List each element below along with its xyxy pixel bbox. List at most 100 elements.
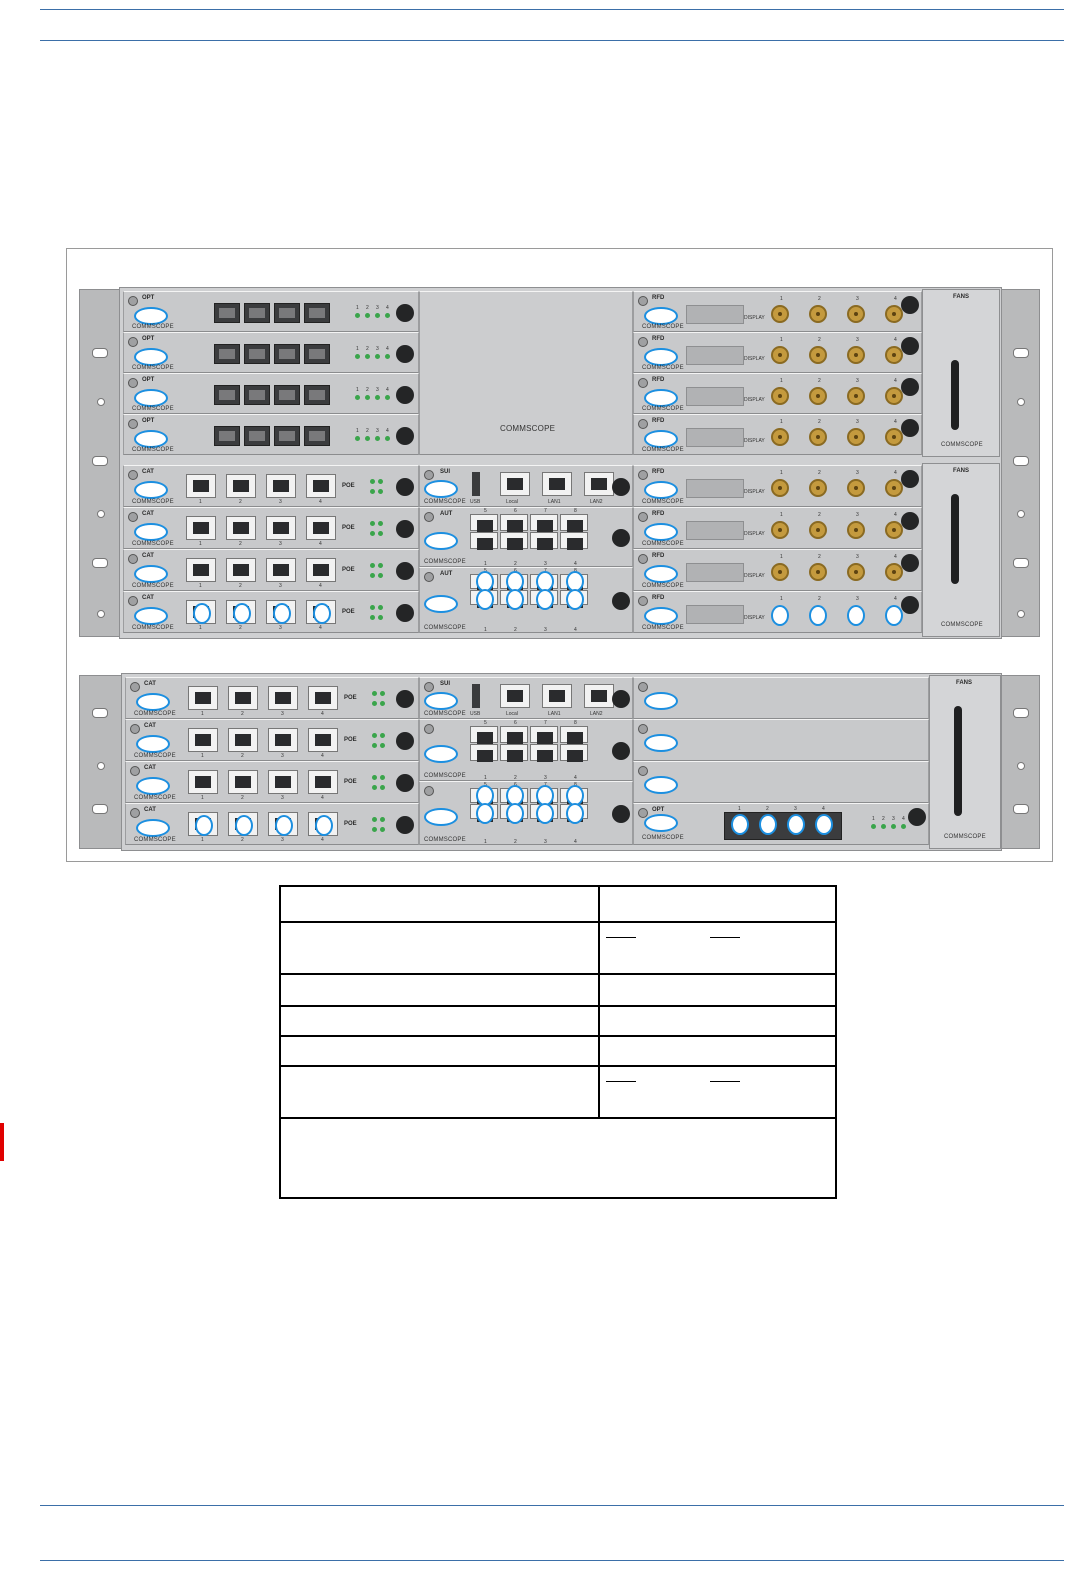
port-number: 4 (319, 499, 322, 505)
port-callout-bubble (566, 589, 584, 610)
port-number: 3 (281, 753, 284, 759)
rf-connector (885, 479, 903, 497)
port-number: 3 (856, 378, 859, 384)
port-number: 2 (818, 296, 821, 302)
table-row (279, 1005, 837, 1037)
screw (130, 808, 140, 818)
port-number: 2 (818, 596, 821, 602)
ethernet-port (530, 744, 558, 762)
ethernet-port (500, 472, 530, 496)
blank-panel: COMMSCOPE (419, 291, 633, 455)
rj45-port (266, 474, 296, 498)
rf-connector (809, 386, 827, 405)
status-led (385, 435, 390, 441)
port-number: 2 (241, 753, 244, 759)
status-led (378, 573, 383, 578)
rf-connector (885, 345, 903, 364)
status-led (380, 817, 385, 822)
fan-handle[interactable] (954, 706, 962, 816)
thumbscrew (901, 378, 919, 396)
ethernet-port (470, 514, 498, 532)
rj45-port (228, 770, 258, 794)
screw (638, 724, 648, 734)
port-number: 3 (856, 337, 859, 343)
port-number: 2 (239, 625, 242, 631)
rack-hole (97, 510, 105, 518)
screw (638, 419, 648, 429)
rack-hole (92, 804, 108, 814)
led-number: 4 (902, 816, 905, 822)
port-callout-bubble (315, 815, 333, 836)
rj45-port (186, 474, 216, 498)
thumbscrew (396, 774, 414, 792)
right-rack-ear-lower (1000, 675, 1040, 849)
port-callout-bubble (787, 814, 805, 835)
left-rack-ear-lower (79, 675, 123, 849)
ethernet-port (500, 514, 528, 532)
status-led (370, 573, 375, 578)
poe-label: POE (342, 567, 355, 573)
table-row (279, 1117, 837, 1199)
brand-logo: COMMSCOPE (134, 753, 176, 759)
thumbscrew (396, 344, 414, 363)
fan-handle[interactable] (951, 494, 959, 584)
status-led (355, 394, 360, 400)
sfp-port (244, 302, 270, 323)
screw (128, 470, 138, 480)
fans-label: FANS (953, 294, 970, 300)
rf-connector (847, 521, 865, 539)
screw (128, 512, 138, 522)
led-number: 3 (376, 304, 379, 311)
table-cell (279, 973, 600, 1007)
sfp-port (304, 384, 330, 405)
status-led (365, 435, 370, 441)
callout-bubble (644, 692, 678, 710)
port-number: 1 (199, 625, 202, 631)
port-number: 4 (894, 378, 897, 384)
status-led (380, 827, 385, 832)
thumbscrew (901, 554, 919, 572)
display-label: DISPLAY (744, 437, 765, 444)
port-number: 1 (201, 711, 204, 717)
port-callout-bubble (506, 803, 524, 824)
ethernet-port (470, 744, 498, 762)
display-window (686, 563, 744, 582)
footer-rule-top (40, 1505, 1064, 1506)
table-cell (279, 1035, 600, 1067)
status-led (365, 353, 370, 359)
table-cell (279, 1005, 600, 1037)
port-number: 1 (780, 512, 783, 518)
ethernet-port (542, 472, 572, 496)
port-callout-bubble (476, 803, 494, 824)
ethernet-port (560, 744, 588, 762)
port-number: 4 (574, 775, 577, 781)
screw (130, 682, 140, 692)
table-row (279, 1035, 837, 1067)
rj45-port (308, 728, 338, 752)
port-number: 2 (241, 711, 244, 717)
screw (424, 512, 434, 522)
callout-bubble (424, 692, 458, 710)
usb-label: USB (470, 711, 481, 717)
card-label: RFD (652, 595, 665, 601)
rj45-port (308, 770, 338, 794)
led-number: 2 (366, 304, 369, 311)
sfp-port (244, 343, 270, 364)
rf-connector (847, 386, 865, 405)
status-led (378, 489, 383, 494)
status-led (370, 521, 375, 526)
fan-handle[interactable] (951, 360, 959, 430)
port-number: 1 (780, 554, 783, 560)
rj45-port (308, 686, 338, 710)
led-number: 1 (356, 304, 359, 311)
status-led (370, 605, 375, 610)
card-label: OPT (142, 377, 155, 383)
status-led (378, 479, 383, 484)
sfp-port (304, 302, 330, 323)
port-number: 4 (321, 753, 324, 759)
status-led (380, 691, 385, 696)
right-rack-ear-upper (1000, 289, 1040, 637)
